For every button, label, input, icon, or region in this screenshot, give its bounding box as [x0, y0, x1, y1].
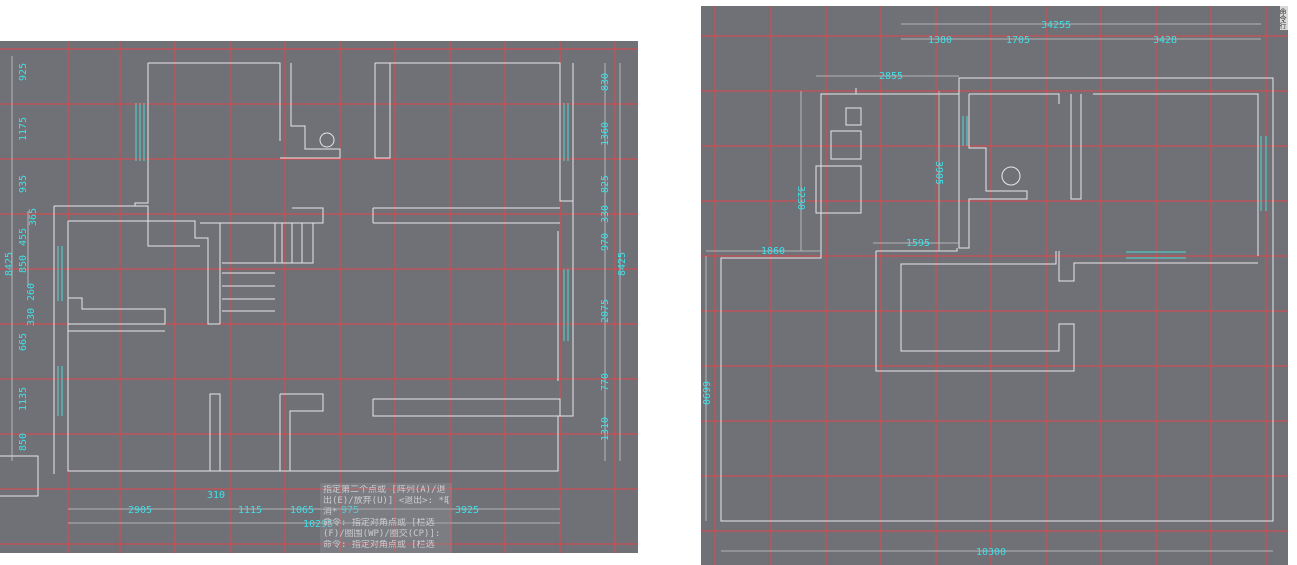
left-floor-plan: 925 1175 935 455 850 260 330 665 1135 85…: [0, 41, 638, 553]
dim-left-0: 925: [18, 63, 29, 81]
dim-left-1: 1175: [18, 117, 29, 141]
command-line-tab[interactable]: 命令行: [1279, 6, 1288, 30]
left-grid: [0, 41, 638, 553]
left-dim-lines: [11, 56, 621, 524]
dim-bottom-1: 1115: [238, 505, 262, 516]
dim-bottom-3: 975: [341, 505, 359, 516]
command-line: (F)/圈围(WP)/圈交(CP)]:: [323, 529, 441, 539]
left-cad-viewport[interactable]: 925 1175 935 455 850 260 330 665 1135 85…: [0, 41, 638, 553]
dim-left-4: 850: [18, 255, 29, 273]
dim-left-total: 6690: [701, 381, 711, 405]
dim-top-0: 1380: [928, 35, 952, 46]
dim-top-2: 3428: [1153, 35, 1177, 46]
dim-right-5: 2075: [600, 299, 611, 323]
dim-right-2: 825: [600, 175, 611, 193]
command-line: 消*: [323, 507, 338, 517]
right-walls: [720, 77, 1274, 522]
dim-left-6: 330: [26, 308, 37, 326]
right-floor-plan: 34255 1380 1705 3428 2855 3230 3905 1860…: [701, 6, 1288, 565]
dim-top-total: 34255: [1041, 20, 1071, 31]
dim-bottom-4: 3925: [455, 505, 479, 516]
dim-right-total: 8425: [617, 252, 628, 276]
dim-left-2: 935: [18, 175, 29, 193]
right-dims: 34255 1380 1705 3428 2855 3230 3905 1860…: [701, 20, 1177, 558]
left-side-dims: 925 1175 935 455 850 260 330 665 1135 85…: [4, 63, 39, 451]
dim-left-step: 1860: [761, 246, 785, 257]
dim-left-7: 665: [18, 333, 29, 351]
dim-vertical-b: 3905: [933, 161, 944, 185]
dim-bottom-total: 10295: [303, 519, 333, 530]
command-line: 指定第二个点或 [阵列(A)/退: [323, 485, 446, 495]
right-cad-viewport[interactable]: 34255 1380 1705 3428 2855 3230 3905 1860…: [701, 6, 1288, 565]
right-dim-lines: [705, 23, 1273, 552]
dim-right-0: 830: [600, 73, 611, 91]
left-walls: [0, 62, 574, 497]
dim-right-6: 770: [600, 373, 611, 391]
dim-right-7: 1310: [600, 417, 611, 441]
dim-bottom-0: 2905: [128, 505, 152, 516]
right-windows: [962, 116, 1267, 259]
dim-right-1: 1360: [600, 122, 611, 146]
left-windows: [57, 103, 569, 416]
dim-right-4: 970: [600, 233, 611, 251]
dim-right-3: 330: [600, 205, 611, 223]
command-history-overlay: 指定第二个点或 [阵列(A)/退 出(E)/放弃(U)] <退出>: *取 消*…: [320, 483, 452, 553]
right-grid: [701, 6, 1288, 565]
command-line: 命令: 指定对角点或 [栏选: [323, 540, 435, 550]
dim-bottom-top: 310: [207, 490, 225, 501]
command-line: 命令: 指定对角点或 [栏选: [323, 518, 435, 528]
dim-bottom-total: 10300: [976, 547, 1006, 558]
dim-left-inner: 365: [28, 208, 39, 226]
dim-middle: 1595: [906, 238, 930, 249]
dim-left-9: 850: [18, 433, 29, 451]
bottom-dims: 2905 1115 1065 975 3925 310 10295: [128, 490, 479, 530]
dim-top-1: 1705: [1006, 35, 1030, 46]
right-side-dims: 830 1360 825 330 970 2075 770 1310 8425: [600, 73, 628, 441]
dim-vertical-a: 3230: [795, 186, 806, 210]
command-line: 出(E)/放弃(U)] <退出>: *取: [323, 496, 449, 506]
dim-left-total: 8425: [4, 252, 15, 276]
dim-left-5: 260: [26, 283, 37, 301]
dim-left-3: 455: [18, 228, 29, 246]
dim-left-8: 1135: [18, 387, 29, 411]
dim-upper-left: 2855: [879, 71, 903, 82]
dim-bottom-2: 1065: [290, 505, 314, 516]
